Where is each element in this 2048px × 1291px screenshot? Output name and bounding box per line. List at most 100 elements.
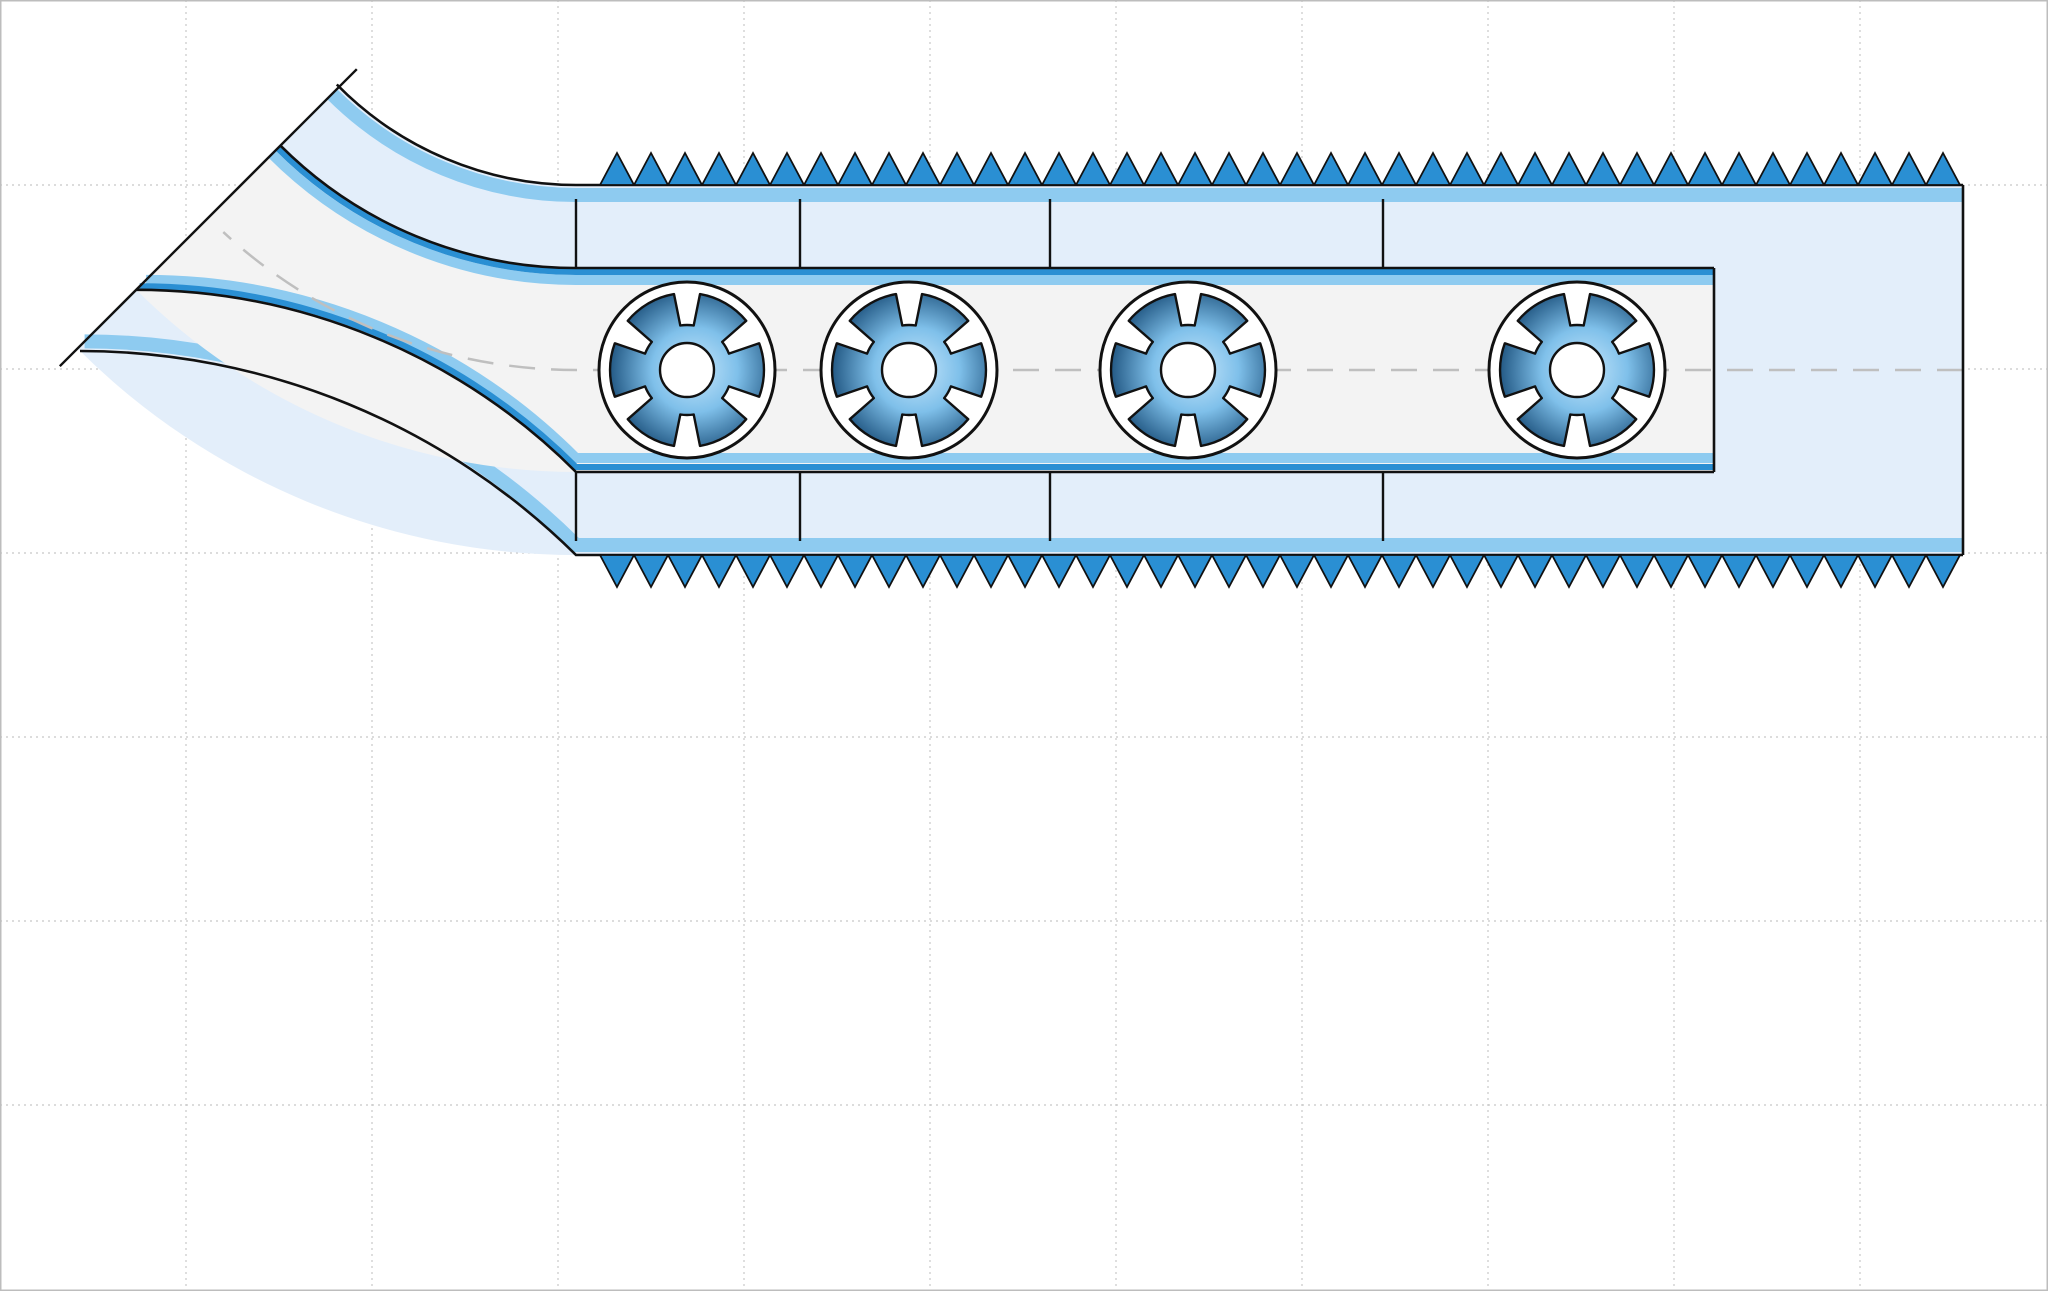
tooth-top — [1278, 151, 1316, 186]
tooth-bottom — [1142, 554, 1180, 589]
tooth-top — [802, 151, 840, 186]
tooth-bottom — [1550, 554, 1588, 589]
tooth-top — [1142, 151, 1180, 186]
tooth-bottom — [1788, 554, 1826, 589]
tooth-bottom — [1924, 554, 1962, 589]
inner-stripe-bottom-dark — [139, 283, 1714, 470]
inner-stripe-bottom-light — [146, 274, 1714, 463]
tooth-bottom — [1108, 554, 1146, 589]
tooth-bottom — [1414, 554, 1452, 589]
tooth-bottom — [1040, 554, 1078, 589]
tooth-top — [1788, 151, 1826, 186]
tooth-top — [1414, 151, 1452, 186]
tooth-bottom — [870, 554, 908, 589]
tooth-bottom — [700, 554, 738, 589]
tooth-bottom — [972, 554, 1010, 589]
tooth-bottom — [1176, 554, 1214, 589]
tooth-top — [1822, 151, 1860, 186]
tooth-bottom — [904, 554, 942, 589]
tooth-top — [938, 151, 976, 186]
tooth-top — [1380, 151, 1418, 186]
tooth-bottom — [632, 554, 670, 589]
tooth-top — [632, 151, 670, 186]
tooth-top — [1210, 151, 1248, 186]
tooth-bottom — [1618, 554, 1656, 589]
tooth-top — [768, 151, 806, 186]
tooth-top — [1652, 151, 1690, 186]
curve-end-cap — [58, 68, 358, 368]
tooth-top — [1924, 151, 1962, 186]
tooth-bottom — [1720, 554, 1758, 589]
tooth-top — [666, 151, 704, 186]
tooth-bottom — [1516, 554, 1554, 589]
inner-stripe-top-dark — [275, 146, 1714, 275]
tooth-bottom — [1006, 554, 1044, 589]
tooth-top — [1720, 151, 1758, 186]
tooth-top — [972, 151, 1010, 186]
outline-inner-bottom — [136, 288, 1714, 474]
tooth-top — [1108, 151, 1146, 186]
tooth-top — [904, 151, 942, 186]
tooth-top — [1890, 151, 1928, 186]
tooth-bottom — [836, 554, 874, 589]
tooth-top — [1312, 151, 1350, 186]
tooth-bottom — [1754, 554, 1792, 589]
tooth-top — [700, 151, 738, 186]
tooth-row-bottom — [598, 554, 1962, 589]
outline-top — [335, 83, 1963, 187]
tooth-bottom — [802, 554, 840, 589]
tooth-bottom — [1346, 554, 1384, 589]
tooth-bottom — [1448, 554, 1486, 589]
outer-stripe-top — [327, 89, 1963, 202]
tooth-bottom — [1652, 554, 1690, 589]
tooth-bottom — [1856, 554, 1894, 589]
tooth-bottom — [768, 554, 806, 589]
tooth-top — [734, 151, 772, 186]
tooth-bottom — [598, 554, 636, 589]
tooth-top — [870, 151, 908, 186]
tooth-top — [1686, 151, 1724, 186]
tooth-top — [1856, 151, 1894, 186]
tooth-top — [598, 151, 636, 186]
tooth-bottom — [1278, 554, 1316, 589]
tooth-bottom — [1244, 554, 1282, 589]
tooth-bottom — [1584, 554, 1622, 589]
tooth-bottom — [1482, 554, 1520, 589]
tooth-top — [1448, 151, 1486, 186]
tooth-top — [1550, 151, 1588, 186]
tooth-bottom — [1822, 554, 1860, 589]
tooth-top — [1482, 151, 1520, 186]
gear — [1487, 280, 1667, 460]
tooth-top — [1618, 151, 1656, 186]
tooth-bottom — [1074, 554, 1112, 589]
gear-group — [597, 280, 1667, 460]
tooth-top — [836, 151, 874, 186]
tooth-row-top — [598, 151, 1962, 186]
gear-hub — [658, 341, 716, 399]
gear — [597, 280, 777, 460]
tooth-bottom — [1210, 554, 1248, 589]
tooth-bottom — [666, 554, 704, 589]
tooth-bottom — [734, 554, 772, 589]
outline-inner-top — [279, 144, 1714, 270]
tooth-top — [1176, 151, 1214, 186]
tooth-top — [1584, 151, 1622, 186]
centerline — [222, 231, 1963, 372]
gear — [1098, 280, 1278, 460]
tooth-bottom — [1312, 554, 1350, 589]
tooth-top — [1074, 151, 1112, 186]
tooth-top — [1040, 151, 1078, 186]
tooth-top — [1346, 151, 1384, 186]
gear-hub — [880, 341, 938, 399]
tooth-top — [1754, 151, 1792, 186]
outline-bottom — [79, 349, 1963, 557]
tooth-top — [1006, 151, 1044, 186]
gear — [819, 280, 999, 460]
tooth-bottom — [1890, 554, 1928, 589]
gear-hub — [1548, 341, 1606, 399]
gear-hub — [1159, 341, 1217, 399]
